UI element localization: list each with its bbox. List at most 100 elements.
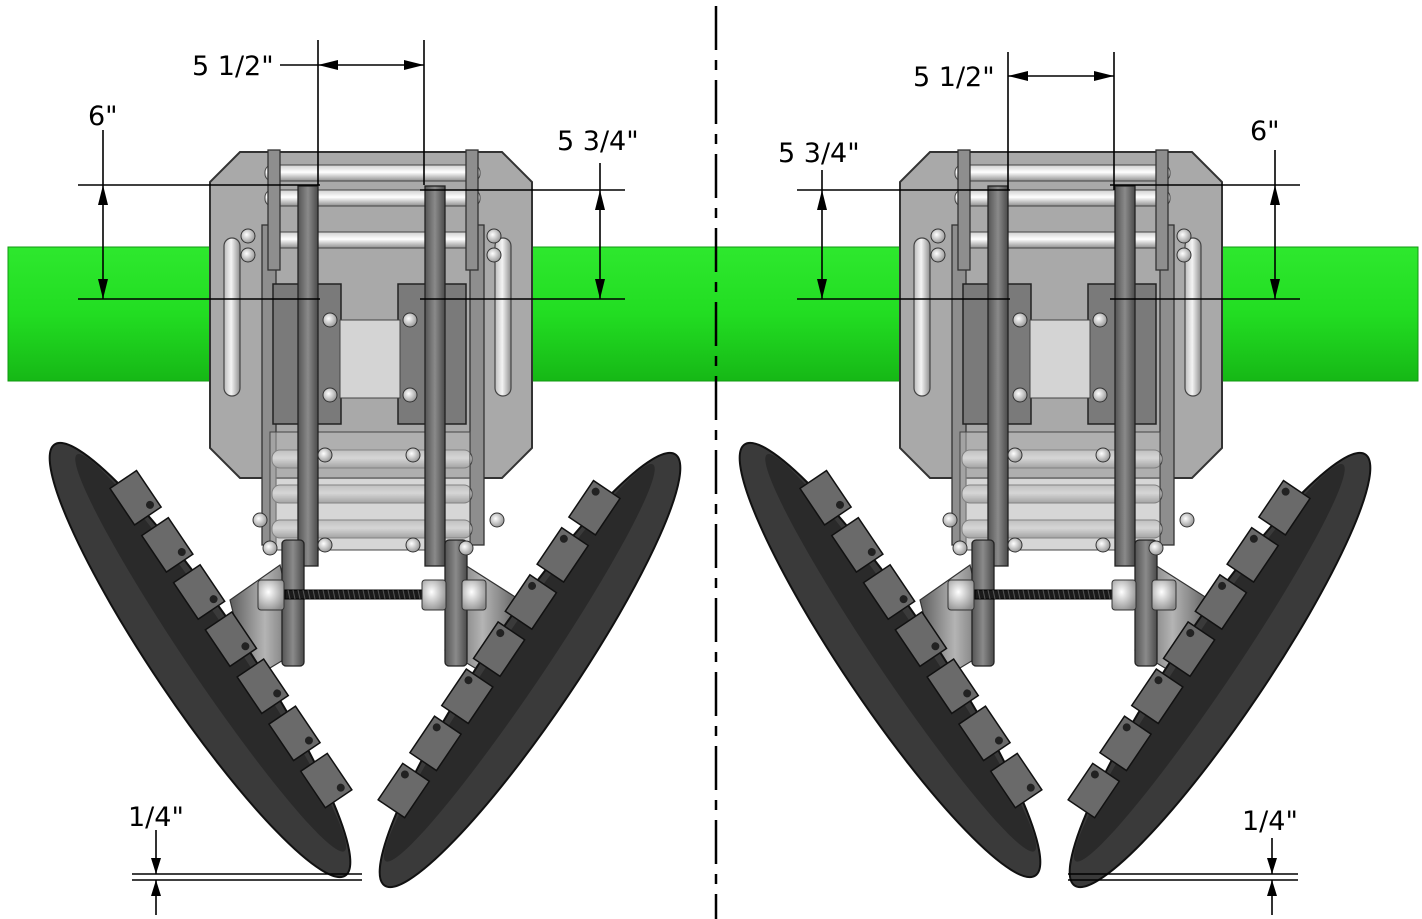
thread-mark <box>317 589 321 600</box>
bracket-bolt <box>1090 770 1099 779</box>
thread-mark <box>362 589 366 600</box>
bolt-nut <box>952 540 968 556</box>
thread-mark <box>982 589 986 600</box>
disc-bracket <box>440 668 494 725</box>
disc-bracket <box>172 563 226 621</box>
bolt-nut <box>317 537 333 553</box>
bolt-nut <box>1095 447 1111 463</box>
bracket-bolt <box>836 500 845 509</box>
hex-nut <box>947 579 975 611</box>
disc-bracket <box>1130 668 1184 725</box>
bracket-bolt <box>994 736 1003 745</box>
thread-mark <box>1007 589 1011 600</box>
right-spacing-label: 5 1/2" <box>913 62 995 93</box>
disc-bracket <box>926 658 980 715</box>
disc-bracket <box>408 715 463 772</box>
bolt-nut <box>1092 387 1108 403</box>
bolt-nut <box>1092 312 1108 328</box>
center-plate <box>1029 319 1091 399</box>
bolt-nut <box>1148 540 1164 556</box>
thread-mark <box>1032 589 1036 600</box>
bracket-bolt <box>273 689 282 698</box>
right-gap-label: 1/4" <box>1242 806 1298 837</box>
right-height-a-label: 5 3/4" <box>778 138 860 169</box>
bracket-bolt <box>177 548 186 557</box>
bolt-nut <box>1012 387 1028 403</box>
left-spacing-label: 5 1/2" <box>192 51 274 82</box>
bolt-nut <box>486 228 502 244</box>
disc-bracket <box>536 526 590 584</box>
thread-mark <box>987 589 991 600</box>
cross-rod <box>264 164 481 182</box>
bracket-bolt <box>304 736 313 745</box>
bracket-bolt <box>591 487 600 496</box>
bolt-nut <box>1007 537 1023 553</box>
thread-mark <box>287 589 291 600</box>
thread-mark <box>1052 589 1056 600</box>
bolt-nut <box>1176 228 1192 244</box>
thread-mark <box>1022 589 1026 600</box>
thread-mark <box>1042 589 1046 600</box>
hex-nut <box>257 579 285 611</box>
thread-mark <box>1027 589 1031 600</box>
thread-mark <box>397 589 401 600</box>
thread-mark <box>357 589 361 600</box>
thread-mark <box>1047 589 1051 600</box>
bracket-bolt <box>336 783 345 792</box>
thread-mark <box>992 589 996 600</box>
disc-bracket <box>830 516 884 574</box>
disc-bracket <box>108 469 163 526</box>
pivot-arm <box>987 185 1009 567</box>
bracket-bolt <box>1186 629 1195 638</box>
center-plate <box>339 319 401 399</box>
hex-nut <box>1111 579 1137 611</box>
thread-mark <box>1067 589 1071 600</box>
disc-bracket <box>1257 479 1312 536</box>
disc-bracket <box>862 563 916 621</box>
bolt-nut <box>240 228 256 244</box>
opener-disc <box>377 451 682 889</box>
disc-bracket <box>957 705 1012 762</box>
bolt-nut <box>262 540 278 556</box>
bolt-nut <box>942 512 958 528</box>
thread-mark <box>392 589 396 600</box>
disc-bracket <box>504 573 558 631</box>
bolt-nut <box>317 447 333 463</box>
side-bar <box>957 149 971 271</box>
u-bolt <box>1184 237 1202 397</box>
cross-rod <box>264 231 481 249</box>
thread-mark <box>342 589 346 600</box>
disc-bracket <box>377 762 431 819</box>
bolt-nut <box>405 537 421 553</box>
bolt-nut <box>322 387 338 403</box>
bracket-bolt <box>209 595 218 604</box>
thread-mark <box>327 589 331 600</box>
bracket-bolt <box>1249 534 1258 543</box>
bracket-bolt <box>1218 581 1227 590</box>
u-bolt <box>223 237 241 397</box>
bracket-bolt <box>1026 783 1035 792</box>
thread-mark <box>1057 589 1061 600</box>
thread-mark <box>377 589 381 600</box>
disc-bracket <box>140 516 194 574</box>
bolt-nut <box>930 247 946 263</box>
bracket-bolt <box>432 723 441 732</box>
thread-mark <box>347 589 351 600</box>
bolt-nut <box>402 387 418 403</box>
thread-mark <box>1107 589 1111 600</box>
bolt-nut <box>930 228 946 244</box>
thread-mark <box>977 589 981 600</box>
disc-bracket <box>204 610 258 668</box>
thread-mark <box>337 589 341 600</box>
thread-mark <box>1087 589 1091 600</box>
row-unit-assembly-right <box>738 149 1372 889</box>
disc-bracket <box>472 620 526 678</box>
disc-shadow <box>1073 463 1345 862</box>
thread-mark <box>297 589 301 600</box>
opener-disc <box>738 441 1043 879</box>
bolt-nut <box>1095 537 1111 553</box>
bolt-nut <box>1176 247 1192 263</box>
cross-rod <box>954 164 1171 182</box>
bracket-bolt <box>1122 723 1131 732</box>
